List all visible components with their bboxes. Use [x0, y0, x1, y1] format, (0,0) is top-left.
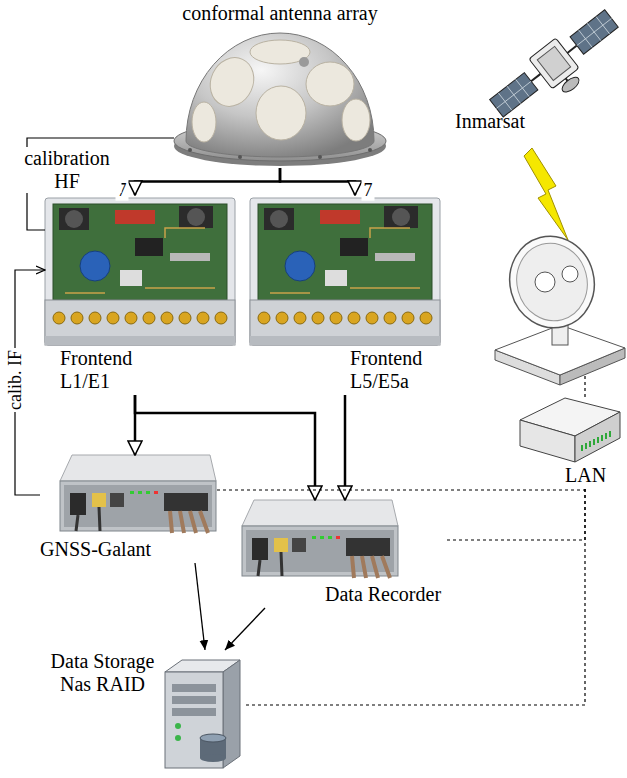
storage-server: Data Storage Nas RAID	[40, 650, 245, 772]
router-picture	[582, 431, 610, 451]
antenna-array-picture	[238, 155, 242, 159]
connector	[135, 168, 280, 195]
dish-picture	[562, 266, 578, 282]
edge-label: calib. IF	[5, 348, 26, 412]
connector	[195, 563, 205, 650]
edge-label: calibration HF	[13, 147, 122, 193]
recorder-picture	[242, 500, 398, 578]
satellite-picture	[570, 10, 618, 54]
dish-picture	[500, 227, 605, 338]
connector	[245, 489, 585, 705]
node-label: GNSS-Galant	[40, 538, 151, 561]
node-label: Frontend L5/E5a	[350, 347, 448, 393]
antenna-array-picture	[342, 99, 370, 141]
connector	[280, 168, 355, 195]
antenna-array-picture	[256, 86, 306, 140]
dish-picture	[535, 272, 555, 292]
storage-server-picture	[172, 708, 216, 716]
antenna-array-picture	[192, 102, 216, 142]
connector	[225, 608, 265, 650]
antenna-array-picture	[188, 148, 192, 152]
router-picture	[575, 412, 620, 462]
antenna-array-picture	[174, 33, 386, 166]
storage-server-picture	[165, 660, 240, 768]
node-label: Data Storage Nas RAID	[40, 650, 165, 696]
node-label: Frontend L1/E1	[60, 347, 160, 393]
frontend-unit: Frontend L5/E5a	[250, 195, 448, 395]
frontend-unit: Frontend L1/E1	[45, 195, 235, 395]
edge-label: 7	[362, 180, 375, 201]
satellite-picture	[570, 10, 618, 54]
receiver-unit: GNSS-Galant	[40, 455, 215, 563]
connector	[344, 395, 347, 500]
dish-cable	[584, 376, 585, 399]
storage-server-picture	[175, 723, 181, 729]
dish-picture	[508, 235, 596, 328]
satellite-picture	[560, 75, 582, 95]
receiver-picture	[60, 455, 216, 533]
satellite-picture	[567, 46, 576, 53]
radio-link-bolt	[524, 148, 568, 240]
satellite-picture	[531, 74, 540, 81]
antenna-array-picture	[299, 57, 309, 67]
satellite: Inmarsat	[450, 5, 622, 138]
storage-server-picture	[172, 696, 216, 704]
storage-server-picture	[172, 684, 216, 692]
node-label: Data Recorder	[325, 583, 441, 606]
router: LAN	[515, 392, 622, 489]
antenna-array-picture	[368, 148, 372, 152]
storage-server-picture	[200, 734, 226, 742]
connector	[445, 489, 585, 540]
antenna-array: conformal antenna array	[174, 2, 386, 168]
antenna-array-picture	[188, 148, 372, 159]
storage-server-picture	[175, 735, 181, 741]
dish-picture	[495, 227, 625, 385]
router-picture	[520, 398, 620, 462]
antenna-array-picture	[192, 40, 370, 142]
antenna-array-picture	[306, 62, 354, 106]
node-label: LAN	[565, 464, 606, 487]
node-label: conformal antenna array	[182, 2, 377, 25]
antenna-array-picture	[186, 33, 374, 157]
antenna-array-picture	[318, 155, 322, 159]
connector	[215, 489, 585, 490]
router-picture	[520, 420, 575, 462]
frontend-picture	[45, 198, 235, 345]
storage-server-picture	[200, 754, 226, 762]
connector	[135, 395, 315, 500]
satellite-picture	[537, 46, 570, 80]
node-label: Inmarsat	[455, 110, 525, 133]
frontend-picture	[250, 198, 440, 345]
antenna-array-picture	[202, 50, 261, 113]
recorder-unit: Data Recorder	[240, 500, 445, 608]
